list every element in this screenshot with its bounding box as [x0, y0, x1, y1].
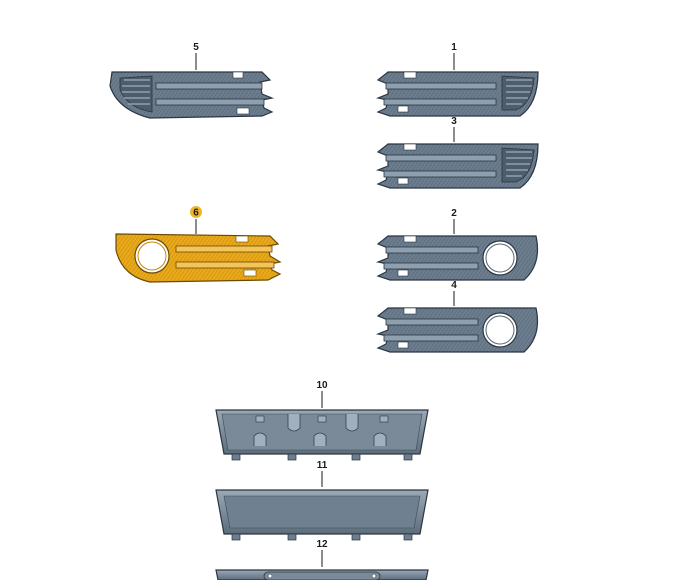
part-4-grille[interactable]: 4: [375, 280, 539, 353]
callout-1: 1: [451, 42, 457, 53]
callout-12: 12: [316, 539, 328, 550]
callout-6-badge: [190, 206, 202, 218]
part-2-grille[interactable]: 2: [375, 208, 539, 281]
part-3-grille[interactable]: 3: [375, 116, 539, 189]
part-1-grille[interactable]: 1: [375, 42, 539, 117]
part-6-grille-highlighted[interactable]: 6: [115, 206, 282, 283]
part-11-plate-base[interactable]: 11: [215, 460, 429, 541]
callout-5: 5: [193, 42, 199, 53]
part-5-grille[interactable]: 5: [109, 42, 275, 119]
callout-3: 3: [451, 116, 457, 127]
part-10-plate-base[interactable]: 10: [215, 380, 429, 461]
callout-2: 2: [451, 208, 457, 219]
part-12-plate-base[interactable]: 12: [215, 539, 429, 580]
callout-6: 6: [193, 208, 199, 219]
callout-4: 4: [451, 280, 457, 291]
callout-11: 11: [317, 460, 328, 471]
callout-10: 10: [316, 380, 328, 391]
